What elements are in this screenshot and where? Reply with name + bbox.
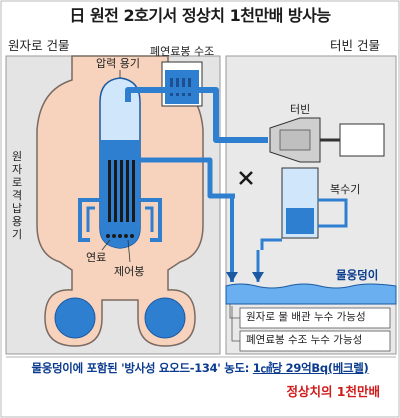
recirc-pipe-left-inner bbox=[86, 206, 95, 232]
condenser-water bbox=[286, 208, 314, 234]
fuel-leader bbox=[101, 239, 111, 251]
recirc-pipe-right-inner bbox=[145, 206, 154, 232]
puddle-water bbox=[225, 283, 397, 305]
leak-arrows bbox=[226, 272, 264, 282]
leak-reactor-pipe-text: 원자로 물 배관 누수 가능성 bbox=[246, 311, 366, 323]
turbine-building-label: 터빈 건물 bbox=[330, 38, 380, 53]
recirc-pipe-right bbox=[140, 198, 162, 242]
condenser-label: 복수기 bbox=[330, 183, 361, 196]
control-rod-label: 제어봉 bbox=[114, 265, 145, 278]
fuel-label: 연료 bbox=[86, 251, 107, 264]
control-rod-drives bbox=[106, 234, 134, 238]
generator bbox=[339, 123, 385, 157]
control-rod-leader bbox=[127, 239, 131, 263]
leak-callout-line-1 bbox=[229, 304, 240, 319]
condensate-pipe bbox=[260, 238, 282, 250]
main-steam-pipe bbox=[125, 87, 268, 143]
comparison-note: 정상치의 1천만배 bbox=[286, 384, 380, 399]
containment-vessel-label: 원자로격납용기 bbox=[11, 150, 23, 241]
turbine-label: 터빈 bbox=[290, 103, 311, 116]
feedwater-pipe bbox=[140, 157, 235, 199]
fuel-rods bbox=[108, 160, 135, 222]
turbine-rotor bbox=[279, 129, 311, 151]
concentration-prefix: 물웅덩이에 포함된 '방사성 요오드-134' 농도: bbox=[31, 361, 253, 375]
page-title: 日 원전 2호기서 정상치 1천만배 방사능 bbox=[69, 6, 331, 25]
concentration-value: 1㎤당 29억Bq(베크렐) bbox=[252, 361, 369, 375]
leak-spent-fuel-pool-text: 폐연료봉 수조 누수 가능성 bbox=[246, 334, 363, 346]
reactor-building-label: 원자로 건물 bbox=[8, 38, 70, 53]
puddle-label: 물웅덩이 bbox=[336, 268, 379, 282]
spent-fuel-pool-label: 폐연료봉 수조 bbox=[150, 45, 215, 58]
recirc-pipe-left bbox=[78, 198, 100, 242]
leak-callout-line-2 bbox=[231, 306, 240, 342]
concentration-note: 물웅덩이에 포함된 '방사성 요오드-134' 농도: 1㎤당 29억Bq(베크… bbox=[0, 361, 400, 375]
leak-box-pool bbox=[239, 330, 391, 352]
leak-box-reactor bbox=[239, 307, 391, 329]
leak-x-mark bbox=[239, 171, 253, 185]
pressure-vessel-label: 압력 용기 bbox=[96, 57, 140, 70]
suppression-chamber-left bbox=[54, 297, 96, 339]
cooling-loop bbox=[318, 198, 348, 228]
suppression-chamber-right bbox=[144, 297, 186, 339]
